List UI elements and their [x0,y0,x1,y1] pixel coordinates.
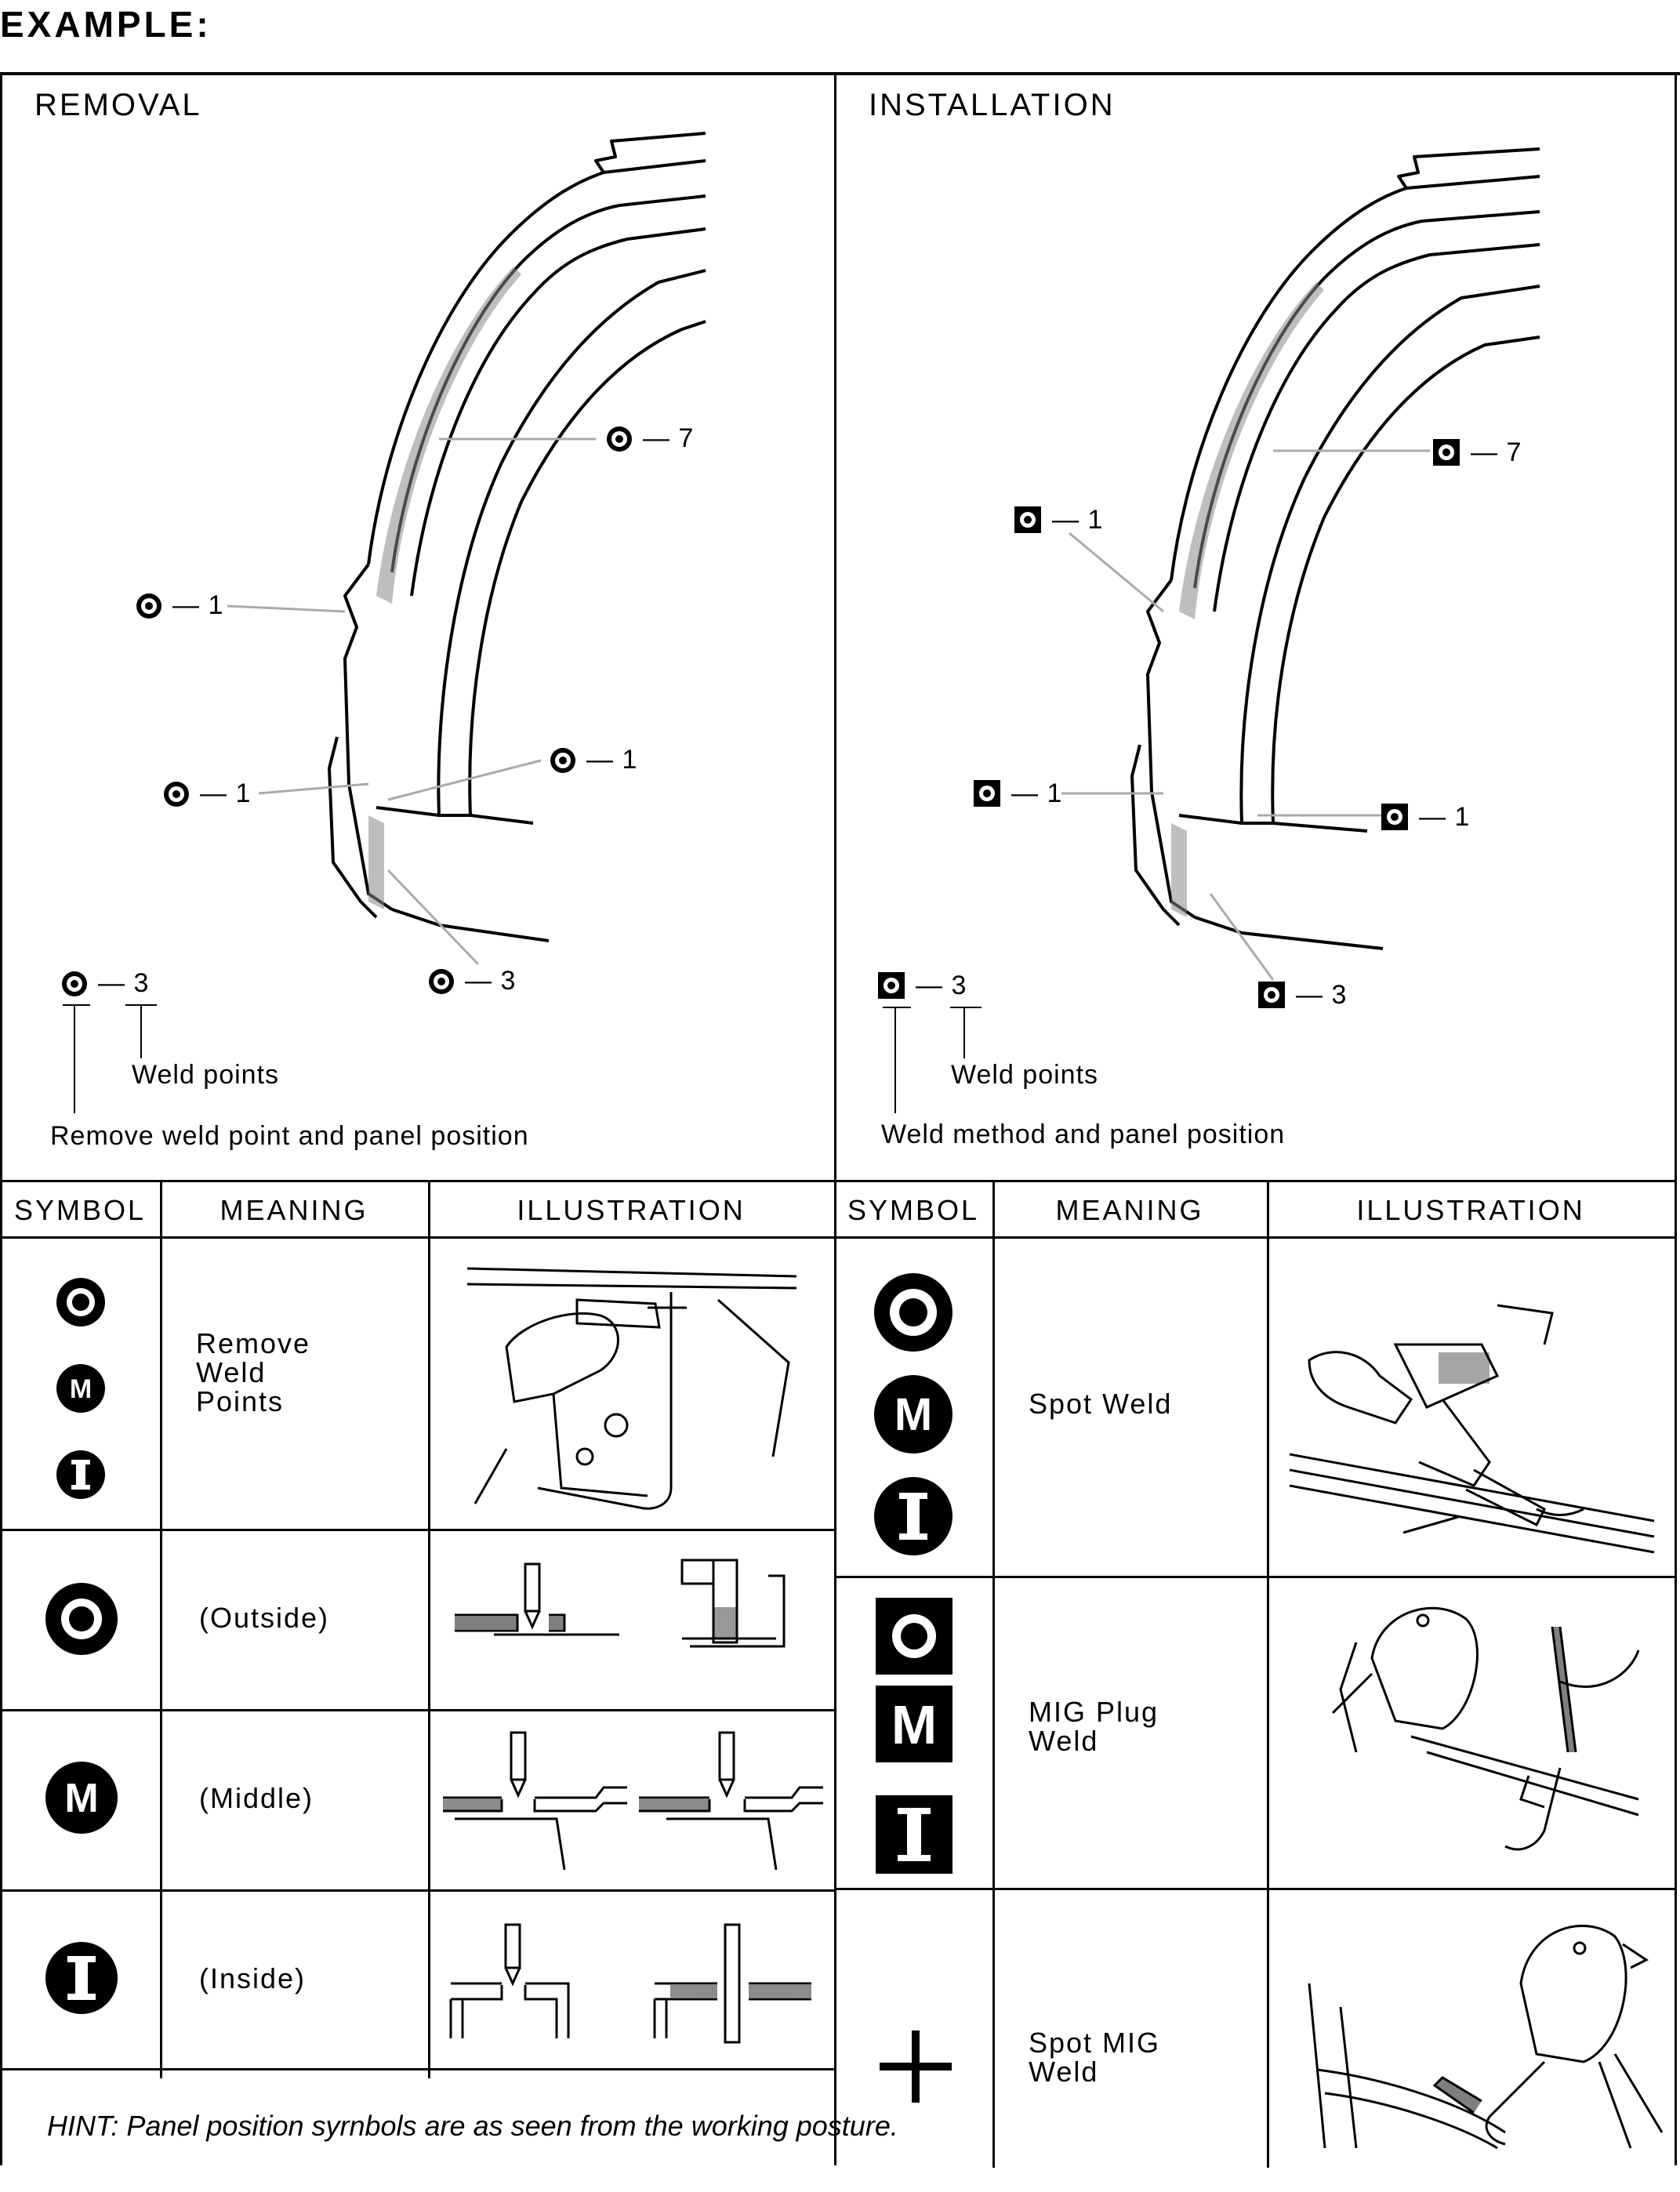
page-heading: EXAMPLE: [0,4,212,45]
center-divider [834,72,836,2165]
left-header-symbol: SYMBOL [13,1194,147,1226]
left-row4-rule [0,2068,836,2070]
left-row3-rule [0,1889,836,1892]
installation-pillar-drawing [883,147,1540,1113]
table-top-rule [0,1180,1677,1182]
right-header-meaning: MEANING [1055,1194,1204,1226]
installation-weld-points-label: Weld points [951,1060,1099,1090]
spot-mig-meaning: Spot MIG Weld [1029,2027,1161,2088]
right-table-col1-divider [992,1180,995,2168]
installation-position-label: Weld method and panel position [881,1120,1286,1149]
right-table-col2-divider [1267,1180,1269,2168]
mig-plug-meaning: MIG Plug Weld [1029,1696,1159,1757]
installation-title: INSTALLATION [869,88,1116,122]
removal-pillar-drawing [63,132,706,1113]
right-row2-rule [834,1888,1677,1890]
left-row1-rule [0,1529,836,1531]
remove-weld-illustration [466,1267,797,1510]
right-row1-rule [834,1576,1677,1578]
frame-right-border [1675,72,1677,2165]
left-table-col2-divider [428,1180,430,2078]
spot-mig-illustration [1308,1925,1664,2150]
removal-position-label: Remove weld point and panel position [50,1121,529,1151]
remove-middle-symbol-small: M [55,1363,107,1414]
left-table-col1-divider [160,1180,162,2078]
left-row2-rule [0,1709,836,1711]
svg-text:M: M [894,1389,932,1440]
left-row1-meaning: Remove Weld Points [196,1327,311,1417]
diagram-frame [0,72,1680,2192]
left-row4-meaning: (Inside) [199,1962,307,1994]
hint-text: HINT: Panel position syrnbols are as see… [47,2110,898,2142]
middle-drill-illustration [443,1731,823,1871]
removal-weld-points-label: Weld points [132,1060,280,1090]
left-header-illustration: ILLUSTRATION [517,1194,746,1226]
frame-left-border [0,72,2,2165]
right-header-symbol: SYMBOL [847,1194,980,1226]
outside-drill-illustration [455,1559,786,1648]
spot-weld-illustration [1289,1304,1655,1554]
inside-drill-illustration [449,1923,811,2044]
left-header-meaning: MEANING [220,1194,368,1226]
svg-text:M: M [891,1694,937,1755]
spot-weld-meaning: Spot Weld [1029,1388,1173,1420]
svg-text:M: M [64,1776,98,1821]
svg-text:M: M [70,1374,92,1404]
removal-title: REMOVAL [34,88,202,122]
mig-plug-illustration [1331,1606,1640,1851]
right-header-illustration: ILLUSTRATION [1356,1194,1585,1226]
table-header-rule [0,1236,1677,1239]
left-row2-meaning: (Outside) [199,1602,330,1634]
left-row3-meaning: (Middle) [199,1782,314,1814]
